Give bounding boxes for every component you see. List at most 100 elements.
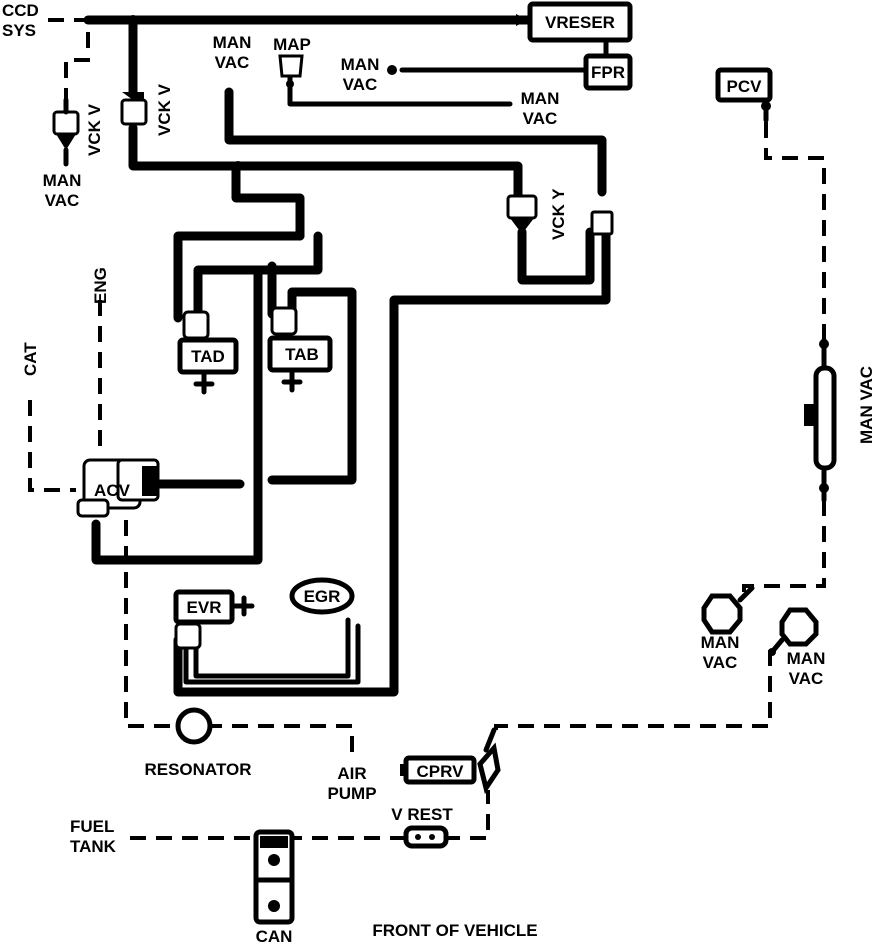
line-to-vck-y [235, 161, 523, 201]
acv-bottom-port [76, 498, 110, 518]
vreser-box [527, 1, 633, 43]
dash-ccd-to-vck-v [48, 18, 90, 100]
dash-cat [28, 400, 76, 492]
evr-port [174, 622, 202, 650]
v-rest-component [403, 825, 449, 849]
tab-component: TAB [267, 306, 333, 393]
can-body [253, 829, 295, 925]
dash-pcv-upper [764, 122, 826, 340]
vck-y-port [590, 210, 614, 236]
line-vck-v-lower [128, 123, 245, 171]
map-label: MAP [273, 35, 311, 54]
evr-fitting [229, 595, 255, 617]
vck-y-valve [506, 194, 614, 236]
man-vac-right-label-line1: MAN [521, 89, 560, 108]
pcv-label: PCV [727, 77, 763, 96]
fuel-tank-label-line1: FUEL [70, 817, 114, 836]
eng-label: ENG [91, 267, 110, 304]
man-vac-br-label-line1: MAN [787, 649, 826, 668]
ccd-sys-label-line2: SYS [2, 21, 36, 40]
man-vac-fpr-label-line2: VAC [343, 75, 378, 94]
man-vac-bl-label-line2: VAC [703, 653, 738, 672]
line-map-man-vac [287, 73, 513, 107]
solid-vacuum-lines [83, 15, 827, 753]
pcv-component: PCV [715, 67, 773, 111]
tab-fitting [281, 367, 303, 393]
dash-cprv-to-man-vac [494, 650, 772, 730]
tab-box [267, 335, 333, 373]
line-cprv-stub [483, 727, 497, 753]
egr-component: EGR [289, 577, 355, 615]
line-vck-y-to-evr [173, 227, 611, 697]
vreser-arrow [516, 14, 528, 26]
man-vac-fpr-label-line1: MAN [341, 55, 380, 74]
man-vac-left-label-line1: MAN [43, 171, 82, 190]
map-sensor-body [278, 54, 304, 78]
vck-v-center-body [120, 98, 148, 126]
junction-dots [117, 15, 397, 240]
resonator-label: RESONATOR [144, 760, 251, 779]
line-tab-to-acv [267, 287, 357, 485]
vck-v-left-label: VCK V [85, 103, 104, 156]
tad-fitting [193, 369, 215, 395]
resonator-component [175, 707, 213, 745]
fpr-box [583, 53, 633, 91]
fuel-tank-label-line2: TANK [70, 837, 117, 856]
man-vac-octagon-left [701, 585, 755, 635]
vck-y-label: VCK Y [549, 188, 568, 240]
air-pump-label-line2: PUMP [327, 784, 376, 803]
vck-v-left-cone [56, 134, 76, 150]
vck-v-left-body [52, 110, 80, 136]
vreser-component: VRESER [516, 1, 633, 43]
man-vac-top-label-line1: MAN [213, 33, 252, 52]
resonator-body [175, 707, 213, 745]
acv-label: ACV [94, 481, 131, 500]
man-vac-inline-valve [804, 339, 837, 493]
cprv-label: CPRV [417, 762, 465, 781]
v-rest-body [403, 825, 449, 849]
front-of-vehicle-label: FRONT OF VEHICLE [372, 921, 537, 940]
evr-component: EVR [173, 589, 255, 650]
tad-component: TAD [177, 310, 239, 395]
line-acv-bottom [91, 265, 263, 565]
vreser-label: VRESER [545, 13, 615, 32]
air-pump-label-line1: AIR [337, 764, 366, 783]
tad-box [177, 337, 239, 375]
tad-label: TAD [191, 347, 225, 366]
egr-label: EGR [304, 587, 341, 606]
v-rest-label: V REST [391, 805, 453, 824]
can-label: CAN [256, 927, 293, 944]
ccd-sys-label-line1: CCD [2, 1, 39, 20]
man-vac-br-label-line2: VAC [789, 669, 824, 688]
vck-v-center-label: VCK V [155, 83, 174, 136]
acv-component: ACV [76, 458, 160, 518]
man-vac-left-label-line2: VAC [45, 191, 80, 210]
evr-label: EVR [187, 598, 222, 617]
dash-acv-to-air-pump [124, 520, 354, 760]
tad-port [182, 310, 210, 340]
pcv-box [715, 67, 773, 103]
line-evr-to-egr-2 [183, 623, 361, 685]
fpr-label: FPR [591, 63, 625, 82]
man-vac-bl-label-line1: MAN [701, 633, 740, 652]
tab-port [270, 306, 298, 336]
man-vac-octagon-left-shape [701, 593, 743, 635]
vck-y-body [506, 194, 538, 220]
line-center-down [231, 161, 305, 241]
map-sensor [278, 54, 304, 78]
man-vac-top-label-line2: VAC [215, 53, 250, 72]
line-vck-y-loop [517, 227, 595, 285]
line-man-vac-to-vck-y [224, 87, 607, 197]
man-vac-octagon-right-shape [779, 607, 819, 647]
vck-v-center-valve [120, 92, 148, 126]
egr-body [289, 577, 355, 615]
man-vac-octagon-right [768, 607, 819, 656]
fpr-component: FPR [583, 53, 633, 91]
line-to-tad-outer [173, 231, 305, 323]
man-vac-vertical-label: MAN VAC [857, 366, 876, 444]
man-vac-right-label-line2: VAC [523, 109, 558, 128]
can-component [253, 829, 295, 925]
dash-v-rest-to-cprv [444, 790, 490, 840]
